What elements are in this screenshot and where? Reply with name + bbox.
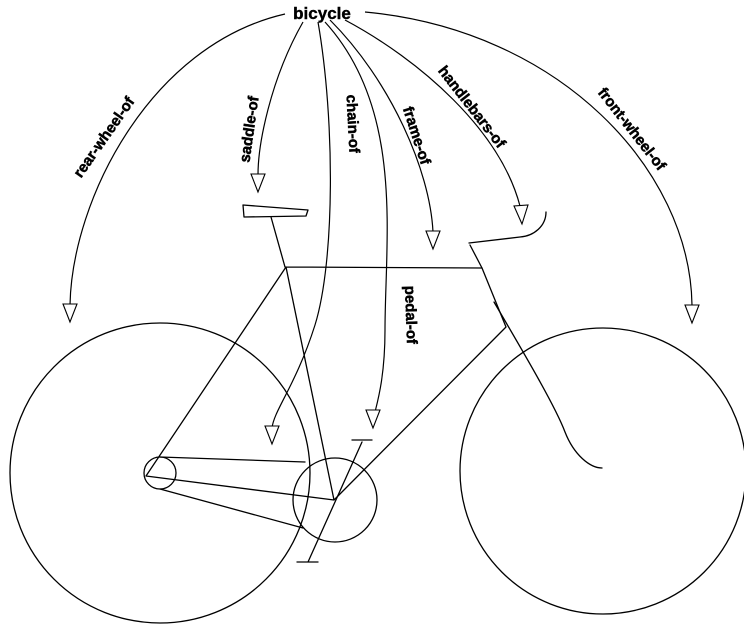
frame-arrowhead: [425, 230, 441, 251]
frame-arrow: [329, 19, 434, 233]
rear-wheel-of-label: rear-wheel-of: [70, 93, 139, 181]
bicycle-drawing: [9, 204, 744, 624]
rear-wheel: [9, 322, 311, 624]
rear-hub: [143, 456, 177, 490]
saddle-arrowhead: [250, 173, 266, 194]
pedal-arrow: [324, 21, 388, 413]
crank-and-pedals: [296, 439, 373, 563]
rear-wheel-arrow: [69, 13, 286, 306]
saddle-arrow: [257, 21, 304, 176]
handlebars-arrowhead: [513, 204, 529, 226]
rear-wheel-arrowhead: [62, 303, 78, 324]
front-wheel-arrowhead: [684, 304, 700, 325]
frame-of-label: frame-of: [399, 104, 434, 167]
saddle: [242, 204, 309, 268]
handlebars-of-label: handlebars-of: [434, 63, 509, 152]
pedal-arrowhead: [365, 409, 381, 430]
fork: [493, 301, 603, 469]
root-label: bicycle: [293, 4, 351, 23]
relation-arrows: [62, 11, 700, 446]
chain: [159, 456, 306, 529]
handlebars: [468, 211, 547, 269]
frame: [145, 266, 507, 501]
pedal-of-label: pedal-of: [401, 285, 420, 345]
chain-arrow: [271, 21, 331, 429]
front-wheel: [459, 327, 744, 615]
chain-arrowhead: [264, 425, 280, 446]
chain-of-label: chain-of: [342, 94, 362, 154]
front-wheel-arrow: [364, 11, 693, 306]
front-wheel-of-label: front-wheel-of: [594, 85, 670, 175]
chainring: [292, 457, 378, 543]
handlebars-arrow: [344, 19, 521, 207]
